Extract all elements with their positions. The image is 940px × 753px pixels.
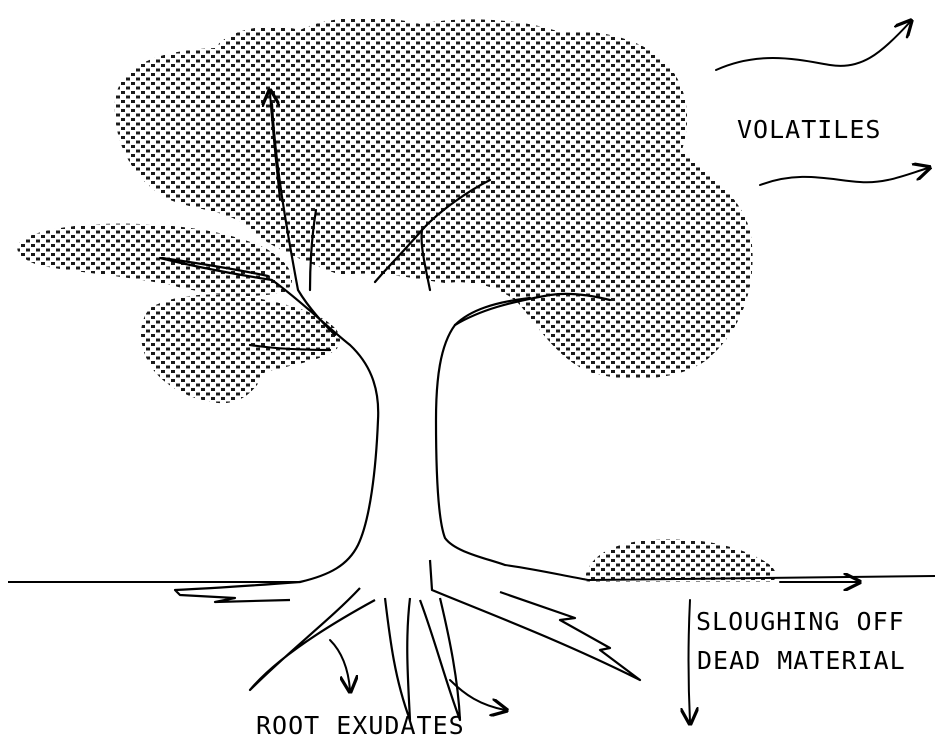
canopy-left-branch: [17, 224, 292, 296]
root-left-down: [250, 588, 375, 690]
tree-canopy: [17, 17, 776, 582]
root-exudates-label: ROOT EXUDATES: [256, 713, 465, 738]
root-center: [385, 598, 410, 720]
ground-shrub: [584, 539, 776, 582]
root-right-down: [420, 598, 460, 720]
exudate-arrow-left: [330, 640, 350, 690]
volatiles-label: VOLATILES: [737, 117, 881, 142]
sloughing-label-line1: SLOUGHING OFF: [696, 609, 905, 634]
sloughing-label-line2: DEAD MATERIAL: [697, 648, 906, 673]
root-left-surface: [175, 582, 300, 602]
volatiles-arrow-top: [716, 22, 910, 70]
volatiles-arrow-bottom: [760, 168, 928, 185]
tree-roots: [175, 560, 640, 720]
sloughing-arrow-down: [689, 600, 691, 722]
ground-line: [8, 565, 935, 582]
